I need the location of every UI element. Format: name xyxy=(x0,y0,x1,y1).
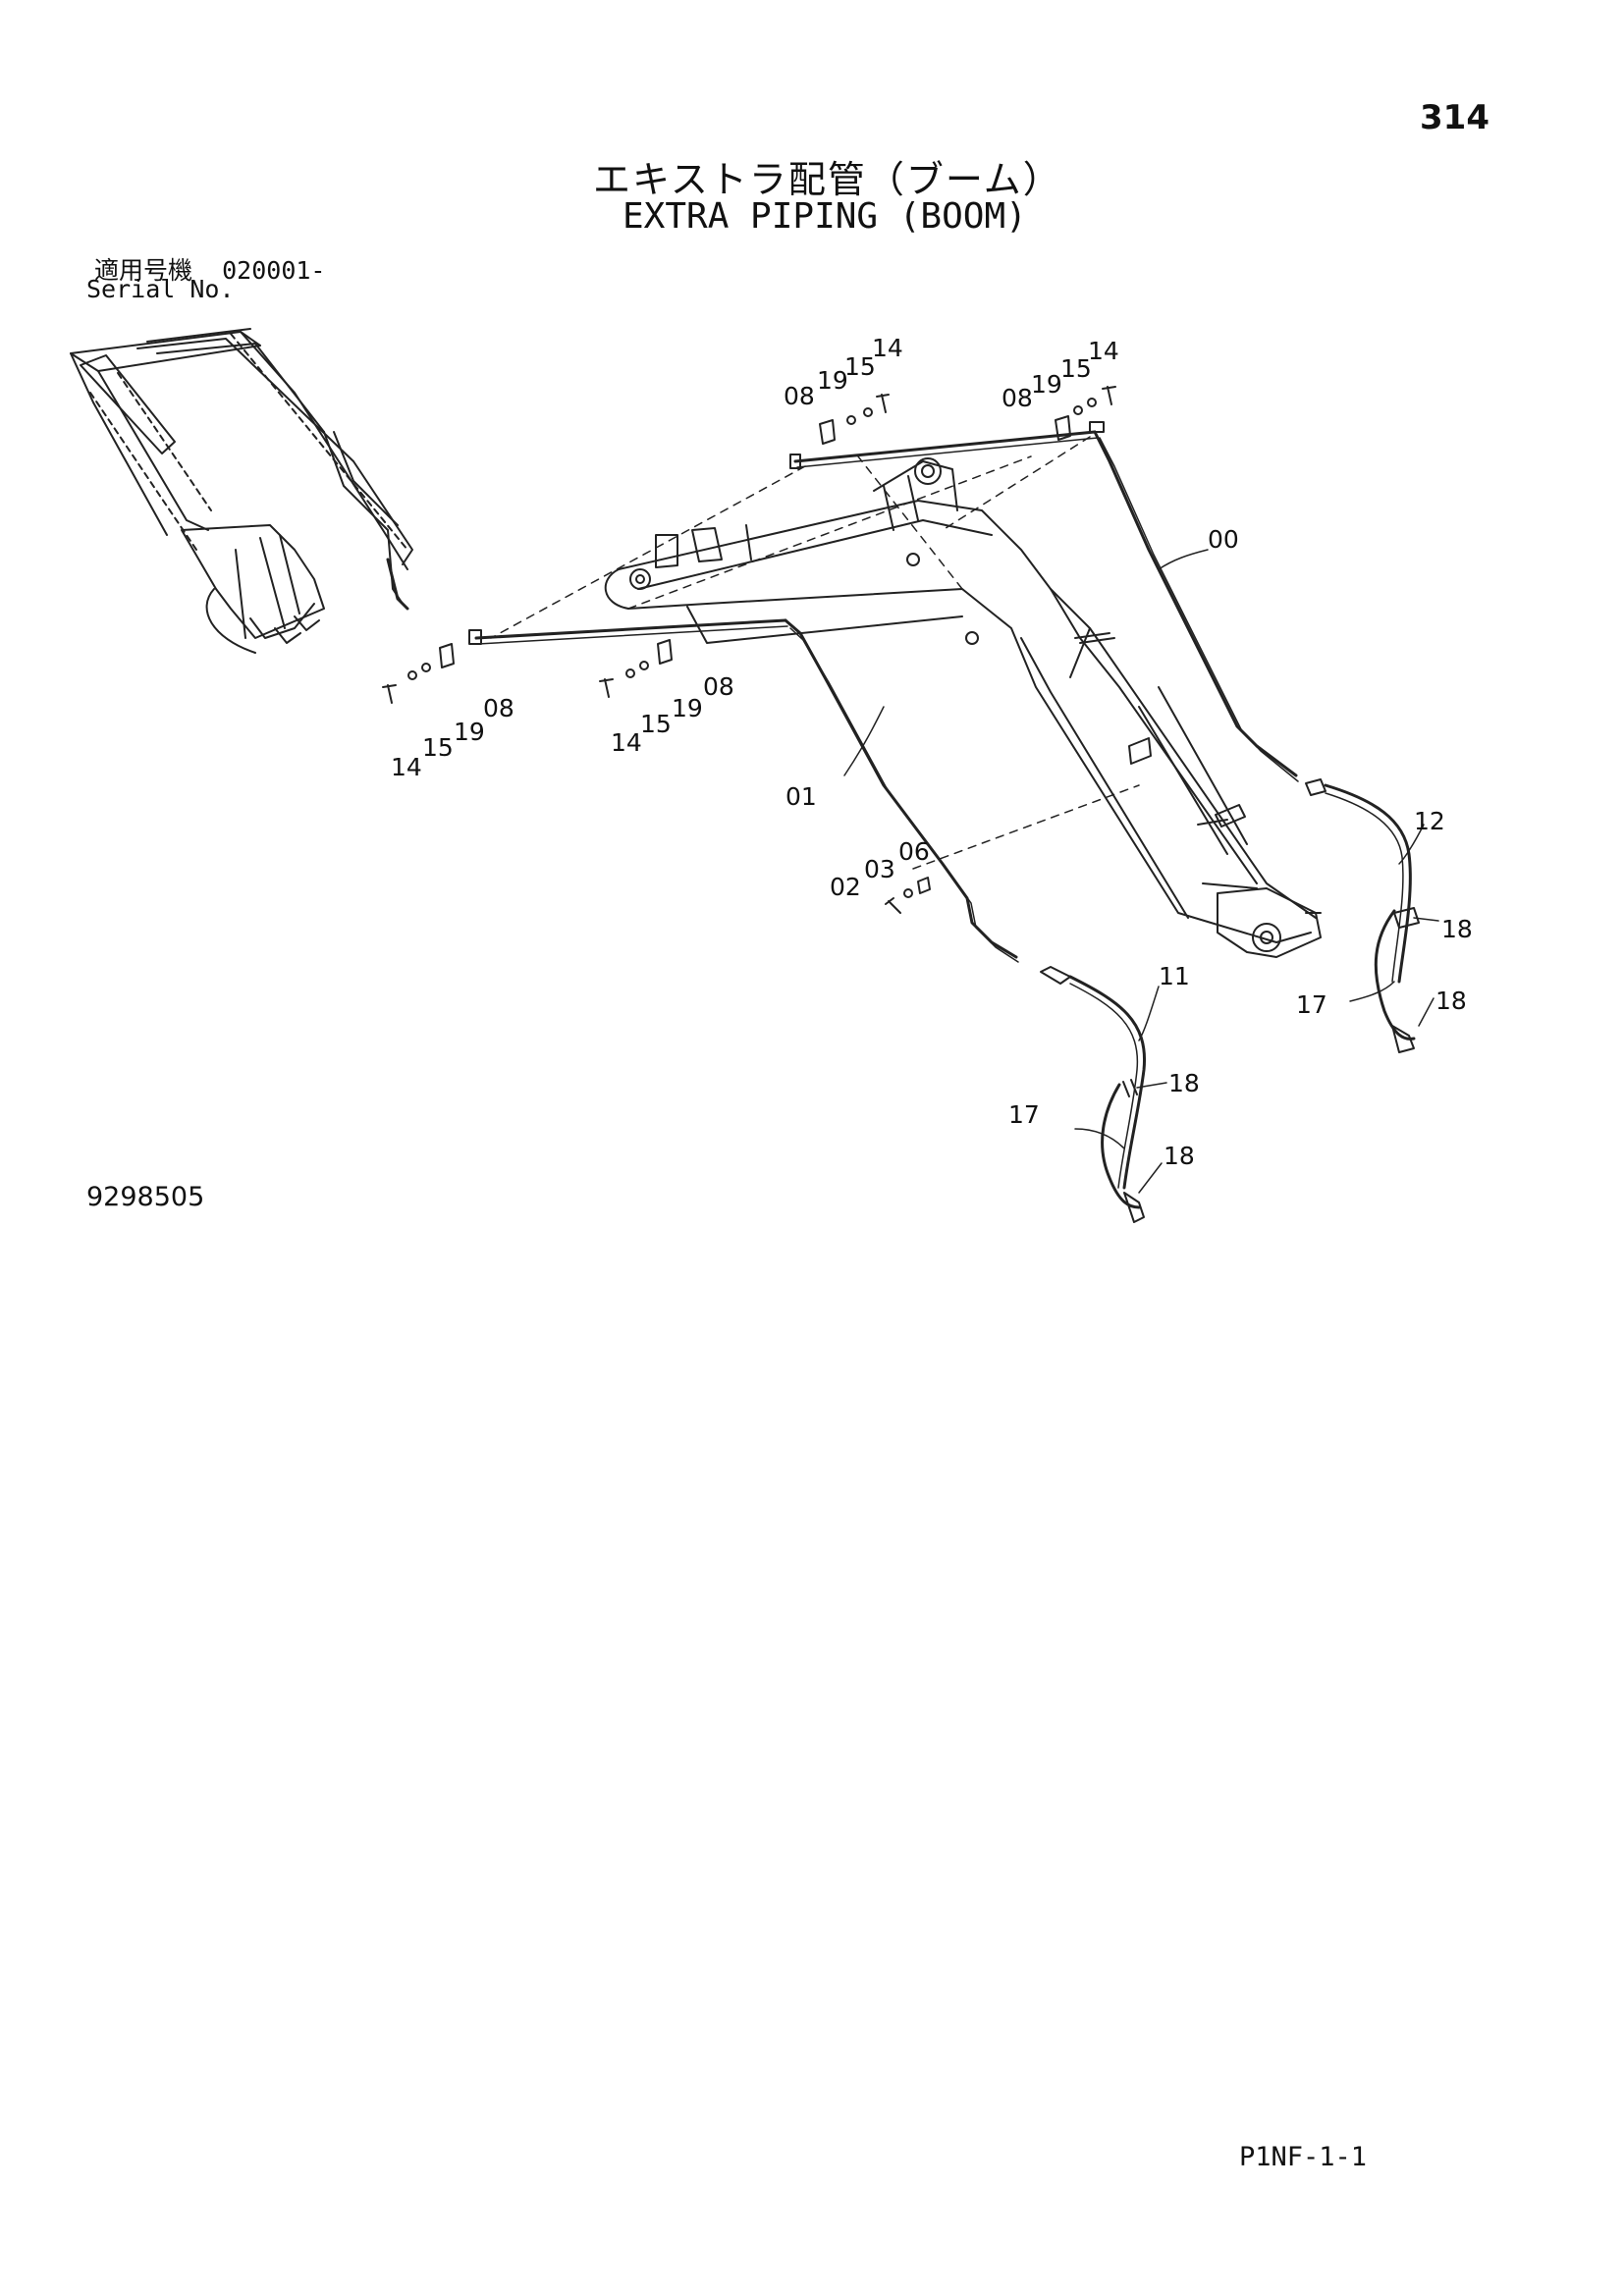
title-english: EXTRA PIPING (BOOM) xyxy=(623,196,1027,237)
callout-18-left-lower: 18 xyxy=(1164,1142,1195,1170)
bolt-set-02-03-06 xyxy=(885,877,931,914)
clamp-set-lower-mid xyxy=(599,639,673,698)
callout-14-top-right: 14 xyxy=(1088,337,1119,365)
callout-19-lower-mid: 19 xyxy=(672,694,703,722)
alignment-lines xyxy=(490,436,1140,870)
callout-03: 03 xyxy=(864,855,895,883)
callout-14-lower-left: 14 xyxy=(391,753,422,781)
serial-label-ja-text: 適用号機 xyxy=(94,256,193,285)
callout-19-lower-left: 19 xyxy=(454,718,485,746)
title-japanese: エキストラ配管（ブーム） xyxy=(593,158,1062,201)
callout-08-top-left: 08 xyxy=(784,382,815,410)
callout-12: 12 xyxy=(1414,807,1445,835)
callout-14-lower-mid: 14 xyxy=(611,728,642,757)
pipe-00 xyxy=(789,421,1299,782)
boom-structure xyxy=(604,457,1322,958)
callout-labels: 00 01 02 03 06 08 19 15 14 08 19 15 14 1… xyxy=(391,334,1473,1170)
hose-11-assembly xyxy=(1040,966,1147,1223)
callout-11: 11 xyxy=(1159,962,1190,990)
callout-02: 02 xyxy=(830,873,861,901)
drawing-number: 9298505 xyxy=(86,1182,205,1212)
callout-15-top-right: 15 xyxy=(1060,354,1092,383)
serial-label-english: Serial No. xyxy=(86,275,235,303)
clamp-set-top-left xyxy=(819,394,890,445)
callout-08-lower-mid: 08 xyxy=(703,672,734,701)
callout-18-right-lower: 18 xyxy=(1435,987,1467,1015)
clamp-set-lower-left xyxy=(382,643,455,704)
callout-08-lower-left: 08 xyxy=(483,694,514,722)
page-code: P1NF-1-1 xyxy=(1239,2142,1368,2172)
callout-17-left: 17 xyxy=(1008,1100,1040,1129)
inset-machine-thumbnail xyxy=(70,328,413,654)
callout-08-top-right: 08 xyxy=(1001,384,1033,412)
callout-15-lower-left: 15 xyxy=(422,733,454,762)
callout-18-left-upper: 18 xyxy=(1168,1069,1200,1097)
callout-14-top-left: 14 xyxy=(872,334,903,362)
callout-01: 01 xyxy=(785,782,817,811)
serial-value: 020001- xyxy=(222,256,326,285)
callout-06: 06 xyxy=(898,837,930,866)
hose-12-assembly xyxy=(1305,778,1420,1053)
leader-lines xyxy=(843,549,1439,1194)
serial-label-japanese: 適用号機 020001- xyxy=(94,251,325,287)
pipe-01 xyxy=(468,618,1019,963)
callout-17-right: 17 xyxy=(1296,990,1327,1019)
callout-18-right-upper: 18 xyxy=(1441,915,1473,943)
callout-19-top-left: 19 xyxy=(817,366,848,395)
callout-19-top-right: 19 xyxy=(1031,370,1062,399)
page-number: 314 xyxy=(1420,98,1489,137)
clamp-set-top-right xyxy=(1055,386,1116,441)
callout-15-lower-mid: 15 xyxy=(640,710,672,738)
callout-00: 00 xyxy=(1208,525,1239,554)
callout-15-top-left: 15 xyxy=(844,352,876,381)
